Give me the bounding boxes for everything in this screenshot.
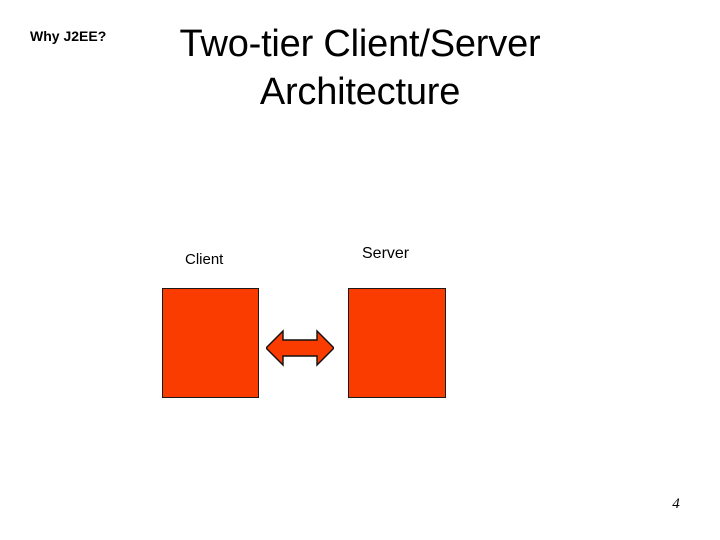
client-node-label: Client [185,251,224,268]
page-title-line-1: Two-tier Client/Server [179,23,541,65]
page-title: Two-tier Client/Server Architecture [110,20,610,116]
page-title-line-2: Architecture [259,71,461,113]
slide-kicker-label: Why J2EE? [30,28,107,44]
server-node-box [348,288,446,398]
page-number: 4 [672,496,680,512]
double-headed-arrow-icon [266,329,334,367]
client-node-box [162,288,259,398]
server-node-label: Server [362,245,410,262]
